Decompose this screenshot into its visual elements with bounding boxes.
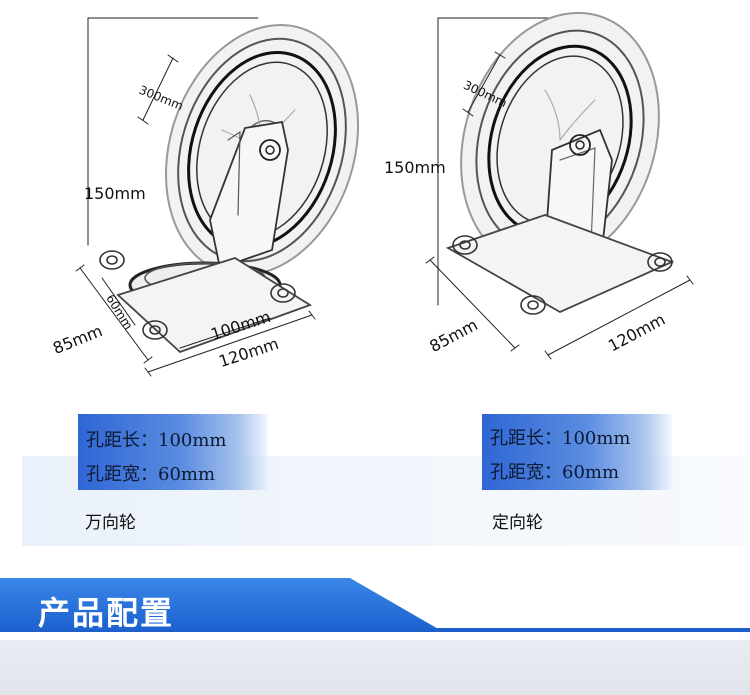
fixed-caster-drawing [425,11,694,360]
caster-drawings [75,11,694,377]
right-hole-length-spec: 孔距长：100mm [490,428,631,449]
section-title: 产品配置 [38,594,175,632]
right-height-dim: 150mm [384,158,446,177]
right-spec-box: 孔距长：100mm 孔距宽：60mm [482,414,672,490]
left-spec-box: 孔距长：100mm 孔距宽：60mm [78,414,268,490]
left-height-dim: 150mm [84,184,146,203]
section-banner-rule [0,628,750,632]
left-hole-length-spec: 孔距长：100mm [86,430,227,451]
bottom-panel [0,640,750,695]
swivel-caster-drawing [75,17,360,377]
right-caster-caption: 定向轮 [492,513,543,533]
right-hole-width-spec: 孔距宽：60mm [490,462,620,483]
left-caster-caption: 万向轮 [85,513,136,533]
left-hole-width-spec: 孔距宽：60mm [86,464,216,485]
